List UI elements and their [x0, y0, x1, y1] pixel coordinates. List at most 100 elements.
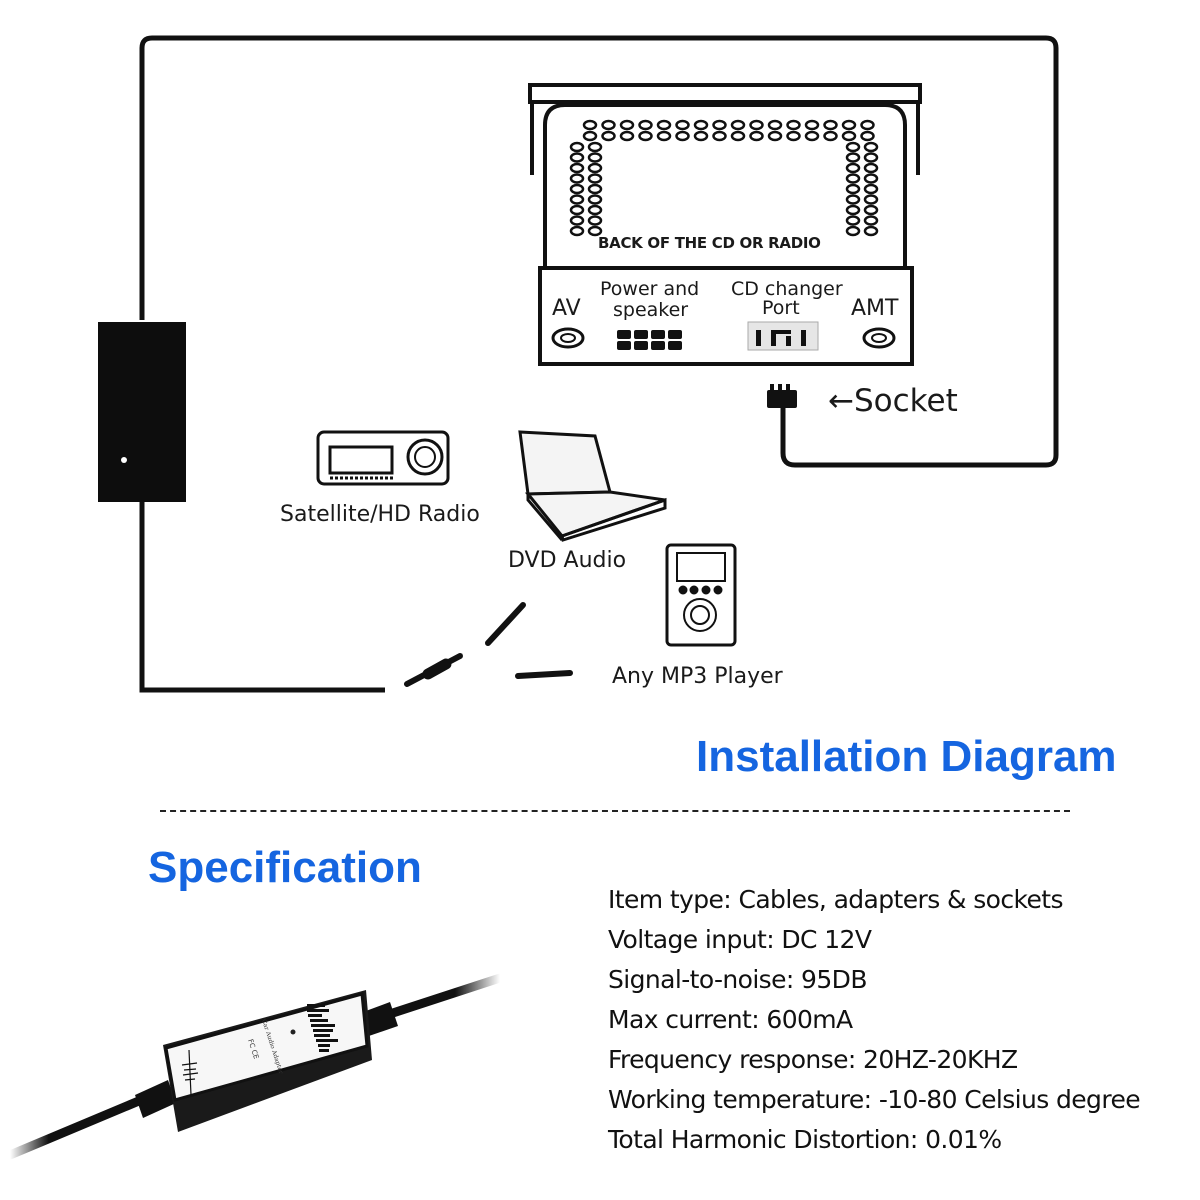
mp3-player-icon [665, 543, 737, 647]
cable-lower [139, 500, 385, 693]
vent-dot [804, 119, 820, 131]
vent-dot [569, 141, 585, 153]
vent-dot [587, 194, 603, 205]
vent-dot [619, 119, 635, 131]
vent-dot [863, 173, 879, 184]
adapter-box-icon [98, 322, 186, 502]
installation-diagram-heading: Installation Diagram [696, 732, 1117, 781]
vent-dot [587, 225, 603, 237]
vent-dot [569, 225, 585, 237]
audio-jack-icon [404, 602, 573, 687]
vent-dot [693, 130, 709, 142]
cd-changer-label-line1: CD changer [731, 278, 843, 300]
vent-dot [693, 119, 709, 131]
spec-item: Working temperature: -10-80 Celsius degr… [608, 1085, 1141, 1114]
specification-heading: Specification [148, 843, 422, 892]
vent-dot [860, 130, 875, 142]
av-port-label: AV [552, 296, 581, 321]
vent-dot [712, 130, 727, 142]
vent-dot [587, 215, 603, 226]
vent-dot [569, 204, 585, 216]
vent-dot [863, 225, 879, 237]
strain-relief-left [135, 1080, 176, 1118]
vent-dot [587, 162, 603, 174]
power-speaker-label-line2: speaker [613, 299, 689, 321]
vent-dot [569, 173, 585, 184]
vent-dot [712, 119, 727, 131]
vent-grid [569, 119, 879, 237]
laptop-icon [518, 430, 667, 542]
vent-dot [587, 173, 603, 184]
satellite-radio-label: Satellite/HD Radio [280, 502, 480, 527]
equalizer-graphic [307, 1004, 338, 1052]
vent-dot [863, 204, 879, 216]
vent-dot [638, 119, 653, 131]
vent-dot [863, 152, 879, 163]
vent-dot [569, 152, 585, 163]
vent-dot [845, 183, 861, 195]
cd-changer-port-icon [747, 321, 819, 351]
mp3-player-label: Any MP3 Player [612, 664, 783, 689]
vent-dot [841, 119, 857, 131]
cable-loop [139, 35, 1059, 468]
vent-dot [619, 130, 635, 142]
spec-item: Voltage input: DC 12V [608, 925, 872, 954]
satellite-radio-icon [316, 430, 450, 486]
vent-dot [749, 119, 764, 131]
vent-dot [582, 119, 598, 131]
vent-dot [804, 130, 820, 142]
vent-dot [767, 130, 783, 142]
vent-dot [601, 130, 616, 142]
adapter-body: Car Audio Adapter FC CE [163, 990, 372, 1132]
vent-dot [601, 119, 616, 131]
vent-dot [587, 152, 603, 163]
vent-dot [675, 119, 690, 131]
spec-item: Item type: Cables, adapters & sockets [608, 885, 1063, 914]
vent-dot [863, 162, 879, 174]
vent-dot [569, 215, 585, 226]
vent-dot [845, 162, 861, 174]
socket-plug-icon [767, 384, 797, 408]
vent-dot [587, 141, 603, 153]
amt-port-icon [862, 327, 896, 349]
vent-dot [845, 141, 861, 153]
vent-dot [786, 119, 801, 131]
vent-dot [786, 130, 801, 142]
power-speaker-label-line1: Power and [600, 278, 700, 300]
vent-dot [675, 130, 690, 142]
vent-dot [656, 119, 672, 131]
vent-dot [860, 119, 875, 131]
vent-dot [587, 183, 603, 195]
power-speaker-port-icon [617, 330, 682, 350]
vent-dot [730, 130, 746, 142]
spec-list: Item type: Cables, adapters & sockets Vo… [608, 880, 1141, 1160]
vent-dot [569, 183, 585, 195]
amt-port-label: AMT [851, 296, 899, 321]
vent-dot [863, 141, 879, 153]
head-unit-icon [528, 83, 922, 366]
vent-dot [845, 225, 861, 237]
vent-dot [845, 173, 861, 184]
spec-item: Total Harmonic Distortion: 0.01% [608, 1125, 1002, 1154]
spec-item: Signal-to-noise: 95DB [608, 965, 867, 994]
vent-dot [569, 162, 585, 174]
vent-dot [730, 119, 746, 131]
vent-dot [638, 130, 653, 142]
vent-dot [587, 204, 603, 216]
vent-dot [863, 215, 879, 226]
vent-dot [863, 183, 879, 195]
vent-dot [656, 130, 672, 142]
cd-changer-label-line2: Port [762, 297, 800, 319]
vent-dot [845, 152, 861, 163]
vent-dot [863, 194, 879, 205]
spec-item: Frequency response: 20HZ-20KHZ [608, 1045, 1018, 1074]
vent-dot [845, 194, 861, 205]
vent-dot [823, 119, 838, 131]
socket-label: ←Socket [828, 383, 958, 419]
vent-dot [845, 204, 861, 216]
vent-dot [767, 119, 783, 131]
vent-dot [749, 130, 764, 142]
av-port-icon [551, 327, 585, 349]
vent-dot [841, 130, 857, 142]
